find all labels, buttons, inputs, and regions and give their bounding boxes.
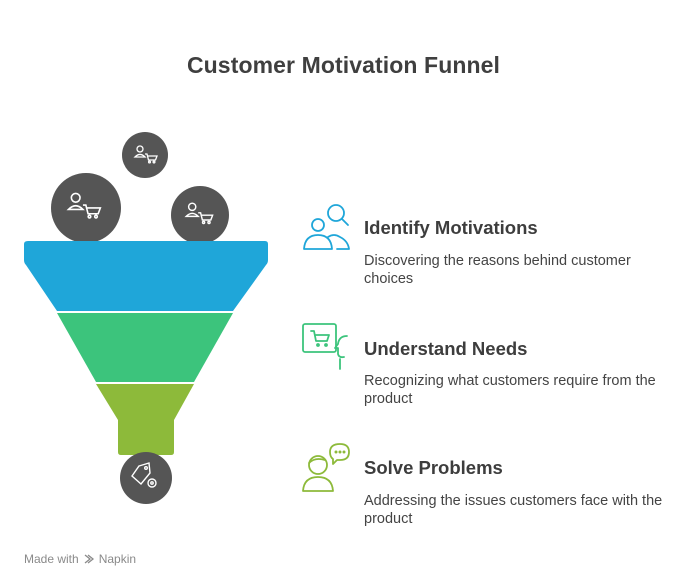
page-title: Customer Motivation Funnel bbox=[186, 52, 501, 78]
cart-thinking-icon bbox=[302, 323, 348, 370]
funnel-output-circle bbox=[120, 452, 172, 504]
tag-gear-icon bbox=[131, 462, 157, 488]
item-title-solve-problems: Solve Problems bbox=[364, 457, 503, 478]
watermark-prefix: Made with bbox=[24, 552, 79, 566]
made-with-napkin-watermark[interactable]: Made with Napkin bbox=[24, 552, 136, 566]
person-speech-icon bbox=[302, 443, 350, 492]
customer-circle-large bbox=[51, 173, 121, 243]
funnel-stage-identify bbox=[24, 241, 268, 311]
user-cart-icon bbox=[66, 192, 102, 219]
customer-circle-medium bbox=[171, 186, 229, 244]
item-title-identify-motivations: Identify Motivations bbox=[364, 217, 538, 238]
customer-circle-small bbox=[122, 132, 168, 178]
user-cart-icon bbox=[184, 202, 214, 225]
napkin-logo-icon bbox=[84, 554, 94, 564]
item-title-understand-needs: Understand Needs bbox=[364, 338, 528, 359]
item-desc-understand-needs: Recognizing what customers require from … bbox=[364, 373, 656, 407]
funnel-stage-solve bbox=[96, 384, 194, 455]
funnel-stage-understand bbox=[57, 313, 233, 382]
item-desc-solve-problems: Addressing the issues customers face wit… bbox=[364, 493, 663, 527]
item-desc-identify-motivations: Discovering the reasons behind customer … bbox=[364, 253, 631, 287]
watermark-brand: Napkin bbox=[98, 552, 137, 566]
user-cart-icon bbox=[133, 145, 158, 164]
people-search-icon bbox=[303, 204, 350, 250]
